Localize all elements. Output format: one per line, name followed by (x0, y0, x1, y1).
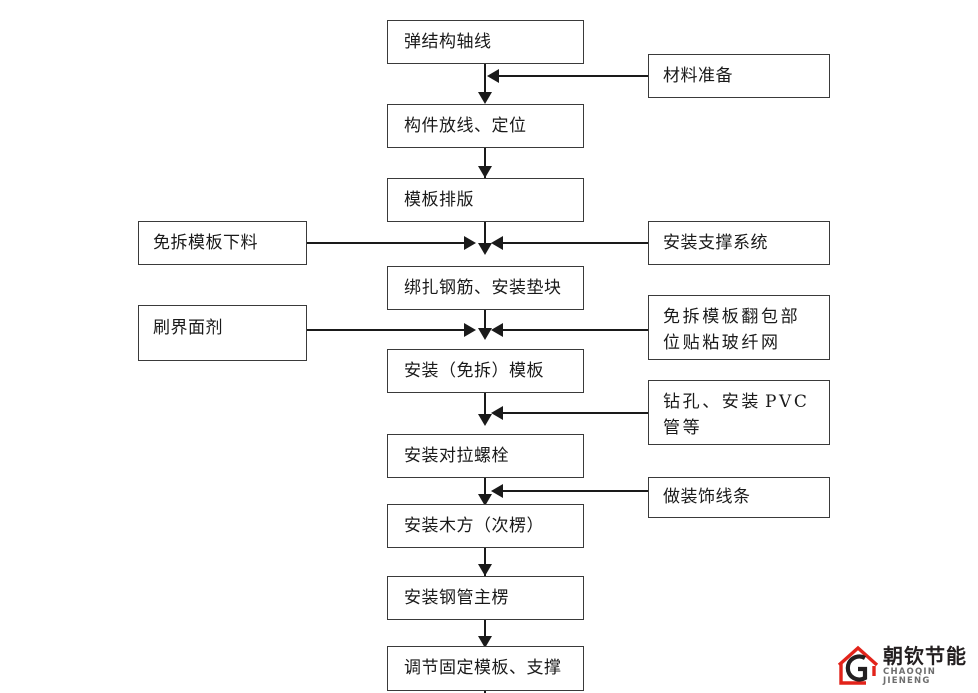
arrow-l1-main (464, 236, 476, 250)
node-r5[interactable]: 做装饰线条 (648, 477, 830, 518)
connector-r5-main (500, 490, 648, 493)
connector-n6-n7 (484, 478, 487, 500)
arrow-r5-main (491, 484, 503, 498)
node-l1-label: 免拆模板下料 (153, 232, 258, 253)
node-n6-label: 安装对拉螺栓 (404, 445, 509, 466)
node-n1[interactable]: 弹结构轴线 (387, 20, 584, 64)
node-n3[interactable]: 模板排版 (387, 178, 584, 222)
connector-n2-n3 (484, 148, 487, 178)
node-r1-label: 材料准备 (663, 65, 733, 86)
connector-n4-n5 (484, 310, 487, 332)
arrow-n6-n7 (478, 494, 492, 506)
logo-cn-name: 朝钦节能 (883, 643, 967, 668)
node-n3-label: 模板排版 (404, 189, 474, 210)
connector-r4-main (500, 412, 648, 415)
node-n2-label: 构件放线、定位 (404, 115, 527, 136)
node-n7-label: 安装木方（次楞） (404, 515, 544, 536)
node-r5-label: 做装饰线条 (663, 487, 751, 508)
node-n1-label: 弹结构轴线 (404, 31, 492, 52)
node-r4-text: 钻孔、安装 (663, 392, 761, 412)
connector-n5-n6 (484, 393, 487, 419)
node-r3[interactable]: 免拆模板翻包部 位贴粘玻纤网 (648, 295, 830, 360)
node-r1[interactable]: 材料准备 (648, 54, 830, 98)
connector-n7-n8 (484, 548, 487, 576)
connector-r2-main (500, 242, 648, 245)
connector-n8-n9 (484, 620, 487, 646)
connector-r3-main (500, 329, 648, 332)
node-n8-label: 安装钢管主楞 (404, 587, 509, 608)
connector-n1-n2 (484, 64, 487, 94)
connector-l1-main (307, 242, 466, 245)
node-n4-label: 绑扎钢筋、安装垫块 (404, 277, 562, 298)
node-n5[interactable]: 安装（免拆）模板 (387, 349, 584, 393)
node-r4-pvc: PVC (765, 392, 810, 412)
node-n8[interactable]: 安装钢管主楞 (387, 576, 584, 620)
node-l1[interactable]: 免拆模板下料 (138, 221, 307, 265)
node-r2-label: 安装支撑系统 (663, 232, 768, 253)
node-n9-label: 调节固定模板、支撑 (404, 658, 562, 679)
logo-wordmark: 朝钦节能 CHAOQIN JIENENG (883, 643, 976, 687)
arrow-n2-n3 (478, 166, 492, 178)
node-r2[interactable]: 安装支撑系统 (648, 221, 830, 265)
node-r3-label-line2: 位贴粘玻纤网 (663, 333, 781, 354)
connector-r1-main (496, 75, 648, 78)
arrow-n1-n2 (478, 92, 492, 104)
house-g-logo-icon (836, 645, 880, 687)
node-r4-label-line2: 管等 (663, 418, 703, 439)
node-n4[interactable]: 绑扎钢筋、安装垫块 (387, 266, 584, 310)
arrow-n5-n6 (478, 414, 492, 426)
node-n7[interactable]: 安装木方（次楞） (387, 504, 584, 548)
arrow-n4-n5 (478, 328, 492, 340)
node-n9[interactable]: 调节固定模板、支撑 (387, 646, 584, 691)
node-l2-label: 刷界面剂 (153, 318, 223, 338)
logo-en-name: CHAOQIN JIENENG (883, 666, 937, 686)
node-n6[interactable]: 安装对拉螺栓 (387, 434, 584, 478)
node-n2[interactable]: 构件放线、定位 (387, 104, 584, 148)
node-r3-label-line1: 免拆模板翻包部 (663, 307, 801, 327)
company-logo: 朝钦节能 CHAOQIN JIENENG (836, 643, 976, 689)
arrow-l2-main (464, 323, 476, 337)
arrow-r4-main (491, 406, 503, 420)
connector-n3-n4 (484, 222, 487, 246)
arrow-r2-main (491, 236, 503, 250)
node-n5-label: 安装（免拆）模板 (404, 360, 544, 381)
connector-l2-main (307, 329, 466, 332)
arrow-n7-n8 (478, 564, 492, 576)
arrow-r1-main (487, 69, 499, 83)
arrow-n8-n9 (478, 636, 492, 648)
arrow-r3-main (491, 323, 503, 337)
connector-n9-next (484, 691, 487, 693)
node-l2[interactable]: 刷界面剂 (138, 305, 307, 361)
arrow-n3-n4 (478, 243, 492, 255)
